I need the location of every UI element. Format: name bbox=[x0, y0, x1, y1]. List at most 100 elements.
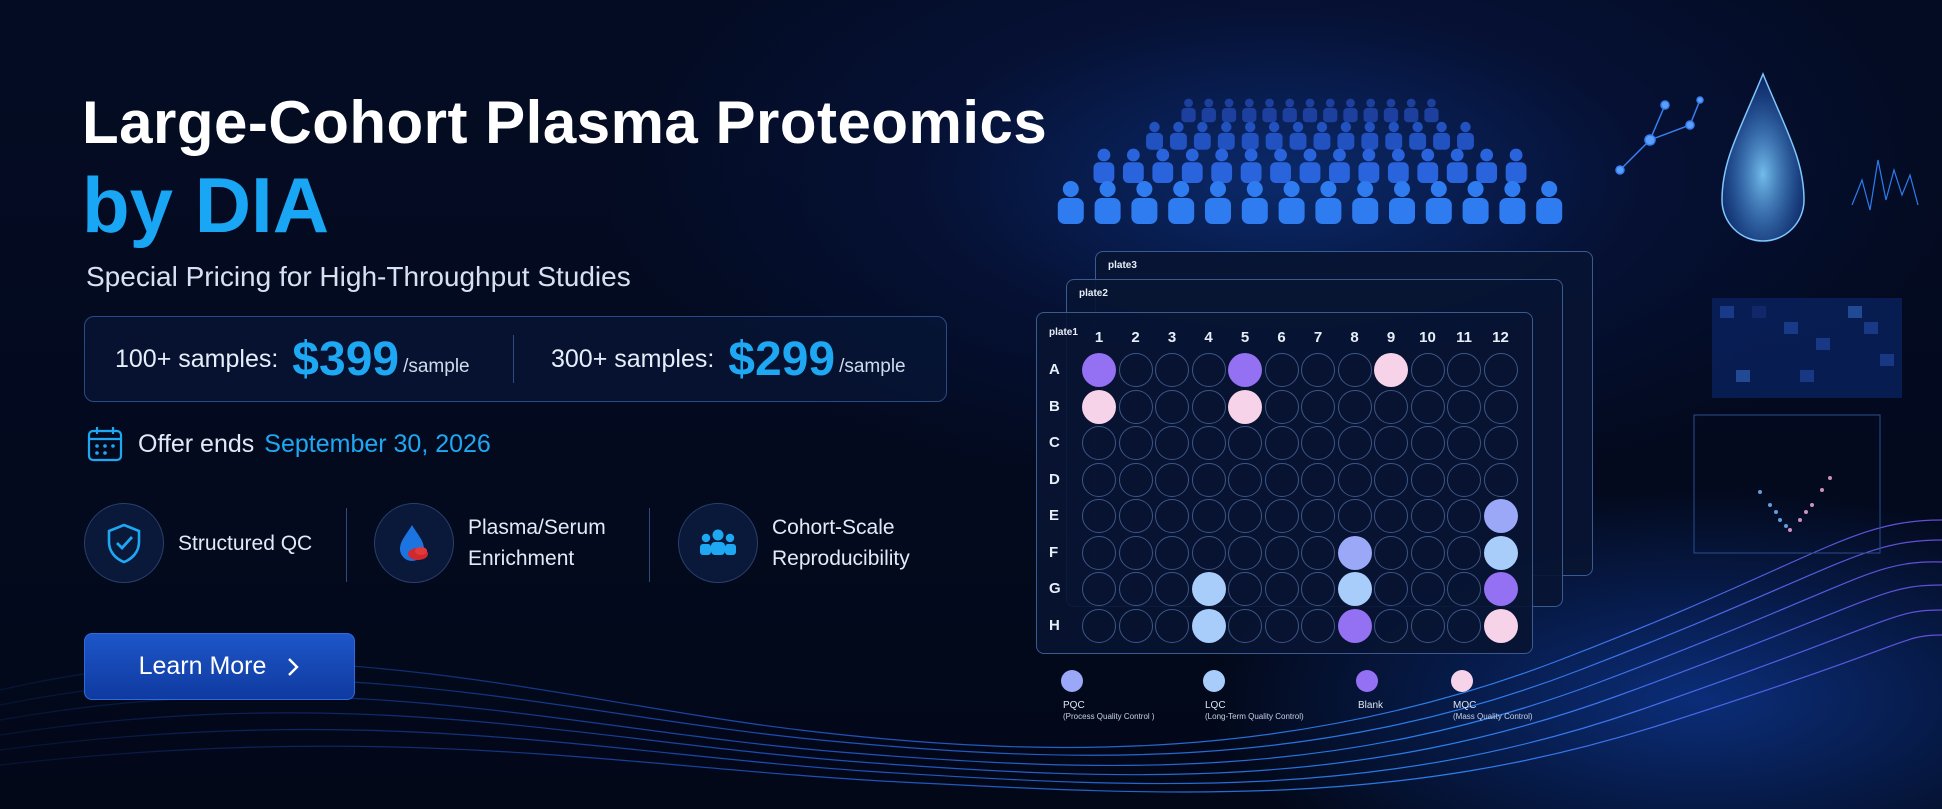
person-silhouette bbox=[1057, 181, 1084, 224]
well-empty bbox=[1264, 389, 1299, 424]
page-title-accent: by DIA bbox=[82, 161, 330, 249]
well-empty bbox=[1447, 389, 1481, 424]
well-empty bbox=[1191, 462, 1226, 497]
well-empty bbox=[1118, 535, 1153, 570]
offer-date: September 30, 2026 bbox=[264, 429, 491, 458]
well-empty bbox=[1301, 353, 1335, 387]
well-empty bbox=[1118, 608, 1153, 643]
well-empty bbox=[1082, 608, 1116, 643]
row-header: A bbox=[1049, 361, 1060, 378]
learn-more-button[interactable]: Learn More bbox=[84, 633, 355, 700]
well-empty bbox=[1483, 353, 1518, 387]
person-silhouette bbox=[1462, 181, 1489, 224]
well-empty bbox=[1374, 499, 1408, 533]
feature-structured-qc: Structured QC bbox=[84, 503, 312, 583]
person-silhouette bbox=[1476, 148, 1498, 183]
well-empty bbox=[1264, 572, 1299, 606]
well-empty bbox=[1191, 535, 1226, 570]
legend-description: (Long-Term Quality Control) bbox=[1205, 712, 1304, 721]
feature-label: Plasma/Serum bbox=[468, 516, 606, 539]
legend-name: Blank bbox=[1358, 700, 1384, 711]
person-silhouette bbox=[1337, 121, 1355, 150]
well-empty bbox=[1447, 426, 1481, 460]
well-empty bbox=[1337, 462, 1372, 497]
person-silhouette bbox=[1536, 181, 1563, 224]
well-empty bbox=[1228, 499, 1262, 533]
person-silhouette bbox=[1457, 121, 1474, 150]
person-silhouette bbox=[1093, 148, 1115, 183]
well-empty bbox=[1191, 353, 1226, 387]
well-empty bbox=[1155, 462, 1189, 497]
person-silhouette bbox=[1329, 148, 1350, 183]
blood-drop-icon bbox=[400, 525, 428, 561]
well-empty bbox=[1301, 535, 1335, 570]
well-lqc bbox=[1337, 572, 1372, 606]
legend-description: (Process Quality Control ) bbox=[1063, 712, 1155, 721]
person-silhouette bbox=[1505, 148, 1527, 183]
well-empty bbox=[1264, 608, 1299, 643]
person-silhouette bbox=[1241, 121, 1259, 150]
person-silhouette bbox=[1217, 121, 1235, 150]
shield-check-icon bbox=[107, 523, 141, 564]
well-empty bbox=[1155, 572, 1189, 606]
well-empty bbox=[1374, 426, 1408, 460]
legend-swatch bbox=[1061, 670, 1083, 692]
well-lqc bbox=[1191, 572, 1226, 606]
tier-label: 300+ samples: bbox=[551, 344, 715, 373]
spectrum-decoration bbox=[1851, 159, 1919, 211]
person-silhouette bbox=[1193, 121, 1211, 150]
person-silhouette bbox=[1242, 98, 1257, 123]
well-mqc bbox=[1082, 389, 1116, 424]
well-empty bbox=[1410, 608, 1445, 643]
well-empty bbox=[1447, 353, 1481, 387]
well-empty bbox=[1228, 572, 1262, 606]
well-empty bbox=[1191, 426, 1226, 460]
well-empty bbox=[1118, 426, 1153, 460]
well-blank bbox=[1228, 353, 1262, 387]
well-empty bbox=[1447, 462, 1481, 497]
feature-icon-circle bbox=[84, 503, 164, 583]
column-header: 5 bbox=[1240, 329, 1250, 346]
legend-swatch bbox=[1356, 670, 1378, 692]
row-header: G bbox=[1049, 580, 1061, 597]
column-header: 6 bbox=[1277, 329, 1286, 346]
well-empty bbox=[1483, 426, 1518, 460]
row-header: C bbox=[1049, 434, 1060, 451]
well-empty bbox=[1155, 426, 1189, 460]
well-mqc bbox=[1374, 353, 1408, 387]
person-silhouette bbox=[1409, 121, 1427, 150]
person-silhouette bbox=[1313, 121, 1331, 150]
tier-price: $299 bbox=[728, 332, 836, 386]
person-silhouette bbox=[1265, 121, 1283, 150]
person-silhouette bbox=[1146, 121, 1163, 150]
well-empty bbox=[1301, 426, 1335, 460]
pricing-tier-300: 300+ samples: $299 /sample bbox=[551, 317, 906, 401]
droplet-decoration bbox=[1721, 72, 1805, 242]
well-empty bbox=[1264, 499, 1299, 533]
pricing-divider bbox=[513, 335, 514, 383]
well-empty bbox=[1228, 462, 1262, 497]
person-silhouette bbox=[1270, 148, 1291, 183]
well-empty bbox=[1410, 389, 1445, 424]
well-empty bbox=[1410, 499, 1445, 533]
column-header: 12 bbox=[1492, 329, 1509, 346]
well-empty bbox=[1447, 499, 1481, 533]
well-empty bbox=[1264, 426, 1299, 460]
row-header: D bbox=[1049, 470, 1060, 488]
person-silhouette bbox=[1201, 98, 1216, 123]
person-silhouette bbox=[1343, 98, 1358, 123]
tier-unit: /sample bbox=[403, 356, 470, 377]
feature-label: Cohort-Scale bbox=[772, 516, 895, 539]
person-silhouette bbox=[1168, 181, 1195, 224]
well-empty bbox=[1155, 499, 1189, 533]
person-silhouette bbox=[1387, 148, 1409, 183]
well-empty bbox=[1155, 535, 1189, 570]
well-empty bbox=[1483, 462, 1518, 497]
pricing-box: 100+ samples: $399 /sample 300+ samples:… bbox=[84, 316, 947, 402]
chevron-right-icon bbox=[288, 657, 300, 676]
person-silhouette bbox=[1358, 148, 1380, 183]
plate-name: plate2 bbox=[1079, 288, 1108, 299]
subtitle: Special Pricing for High-Throughput Stud… bbox=[86, 261, 631, 292]
